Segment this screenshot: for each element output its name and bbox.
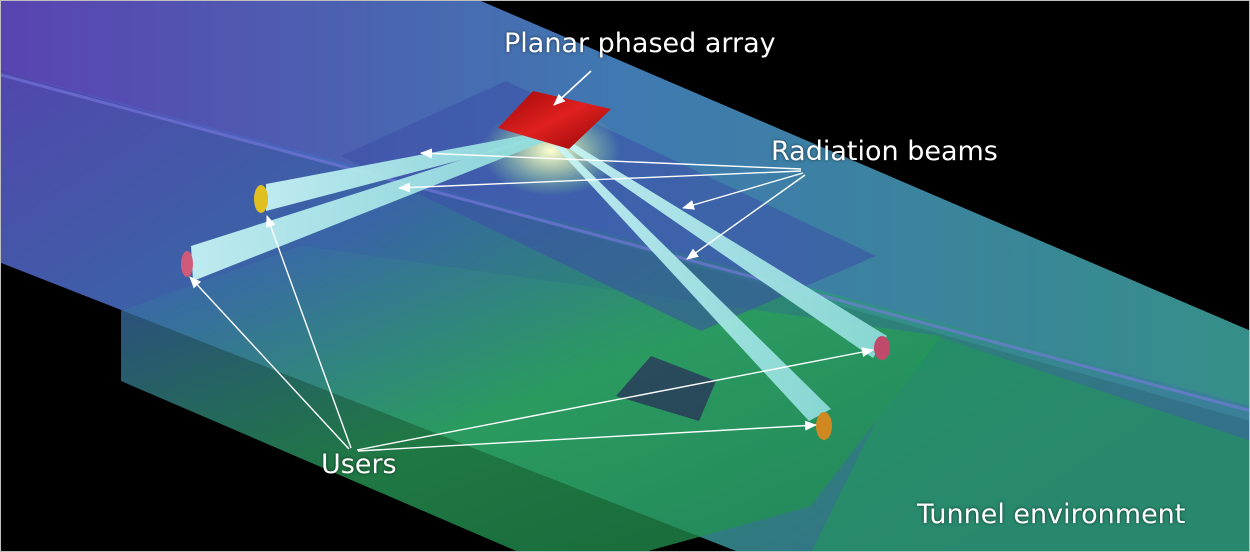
label-planar-array: Planar phased array — [504, 28, 776, 59]
label-radiation-beams: Radiation beams — [771, 136, 998, 167]
label-users: Users — [321, 449, 397, 480]
user-4 — [816, 412, 832, 440]
user-1 — [254, 185, 268, 213]
user-3 — [874, 336, 890, 360]
label-tunnel-environment: Tunnel environment — [917, 499, 1185, 530]
user-2 — [181, 251, 193, 277]
